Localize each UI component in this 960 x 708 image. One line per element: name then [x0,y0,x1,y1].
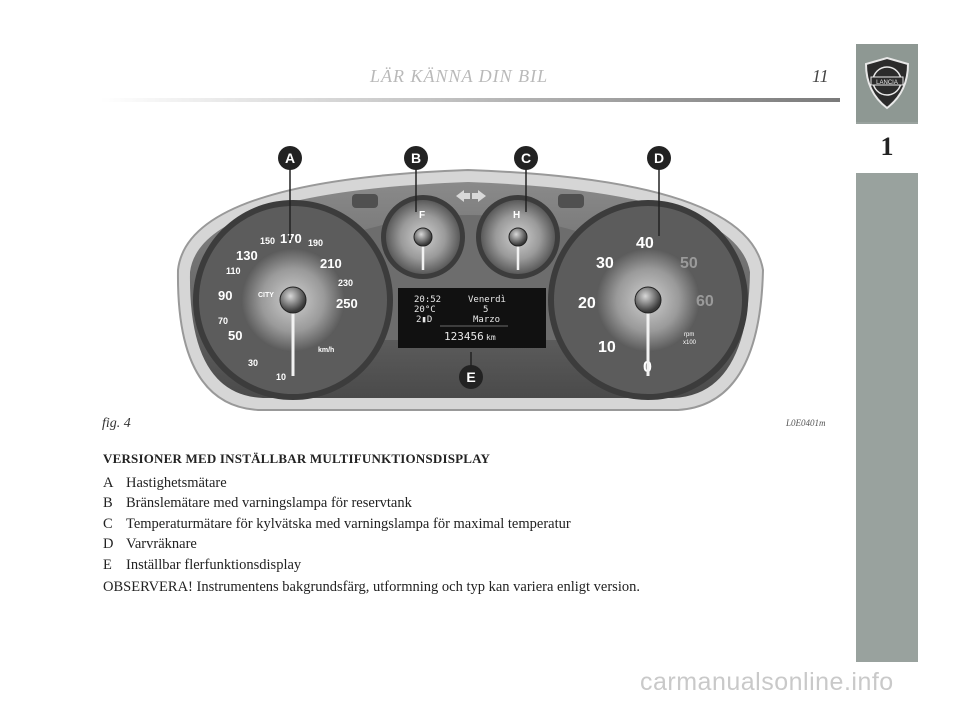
speed-tick: 230 [338,278,353,288]
instrument-cluster-figure: 10 30 50 70 90 110 130 150 170 190 210 2… [168,140,768,418]
list-letter: C [103,515,113,532]
callout-c: C [514,146,538,170]
chapter-tab[interactable]: 1 [856,124,918,170]
rpm-unit: rpm [684,332,694,338]
speed-tick: 70 [218,316,228,326]
turn-signal-icon [456,190,486,202]
speed-tick: 150 [260,236,275,246]
rpm-tick: 20 [578,295,596,312]
callout-label: C [521,150,531,166]
speed-tick: 210 [320,256,342,271]
list-letter: E [103,556,112,573]
display-temperature: 20°C [414,305,436,315]
speed-tick: 170 [280,231,302,246]
display-day: Venerdì [468,295,506,305]
display-odometer: 123456 [444,330,484,343]
tachometer: 0 10 20 30 40 50 60 rpm x100 [548,200,748,400]
rpm-tick: 30 [596,255,614,272]
brand-logo: LANCIA [856,44,918,122]
fuel-full-label: F [419,210,425,221]
coolant-temp-gauge: H [476,195,560,279]
figure-caption: fig. 4 [102,416,131,431]
list-text: Temperaturmätare för kylvätska med varni… [126,515,571,532]
rpm-tick: 50 [680,255,698,272]
callout-d: D [647,146,671,170]
speed-mode-label: CITY [258,292,274,299]
speed-tick: 30 [248,358,258,368]
page-number: 11 [812,66,829,86]
rpm-tick: 10 [598,339,616,356]
callout-label: A [285,150,295,166]
speed-tick: 10 [276,372,286,382]
fuel-gauge: F [381,195,465,279]
speedometer: 10 30 50 70 90 110 130 150 170 190 210 2… [193,200,393,400]
display-time: 20:52 [414,295,441,305]
watermark: carmanualsonline.info [640,668,894,696]
speed-tick: 130 [236,248,258,263]
temp-hot-label: H [513,210,520,221]
rpm-tick: 40 [636,235,654,252]
sidebar-divider [856,170,918,173]
speed-tick: 190 [308,238,323,248]
list-item: D Varvräknare [103,534,843,555]
rpm-multiplier: x100 [683,340,697,346]
logo-text: LANCIA [876,80,898,86]
list-text: Hastighetsmätare [126,474,227,491]
section-heading: VERSIONER MED INSTÄLLBAR MULTIFUNKTIONSD… [103,451,491,466]
speed-tick: 110 [226,266,241,276]
display-gear: 2▮D [416,315,432,325]
display-month: Marzo [473,315,500,325]
list-item: C Temperaturmätare för kylvätska med var… [103,514,843,535]
callout-b: B [404,146,428,170]
list-item: E Inställbar flerfunktionsdisplay [103,555,843,576]
header-rule [100,98,840,102]
list-text: Inställbar flerfunktionsdisplay [126,556,302,573]
callout-label: B [411,150,421,166]
display-date: 5 [483,305,488,315]
list-item: B Bränslemätare med varningslampa för re… [103,493,843,514]
speed-tick: 250 [336,296,358,311]
multifunction-display: 20:52 20°C 2▮D Venerdì 5 Marzo 123456 km [398,288,546,348]
speed-tick: 50 [228,328,242,343]
callout-a: A [278,146,302,170]
display-odometer-unit: km [486,333,496,342]
fog-light-icon [352,194,584,208]
list-text: Varvräknare [126,536,197,552]
list-letter: B [103,495,113,511]
page-header-title: LÄR KÄNNA DIN BIL [370,66,549,86]
figure-code: L0E0401m [786,418,826,428]
list-text: Bränslemätare med varningslampa för rese… [126,495,412,511]
rpm-tick: 60 [696,293,714,310]
body-content: VERSIONER MED INSTÄLLBAR MULTIFUNKTIONSD… [103,449,843,598]
callout-label: D [654,150,664,166]
callout-e: E [459,365,483,389]
speed-tick: 90 [218,288,232,303]
callout-label: E [466,369,475,385]
list-letter: D [103,536,114,552]
speed-unit: km/h [318,347,334,354]
note-text: OBSERVERA! Instrumentens bakgrundsfärg, … [103,579,640,595]
list-item: A Hastighetsmätare [103,473,843,494]
list-letter: A [103,474,114,491]
